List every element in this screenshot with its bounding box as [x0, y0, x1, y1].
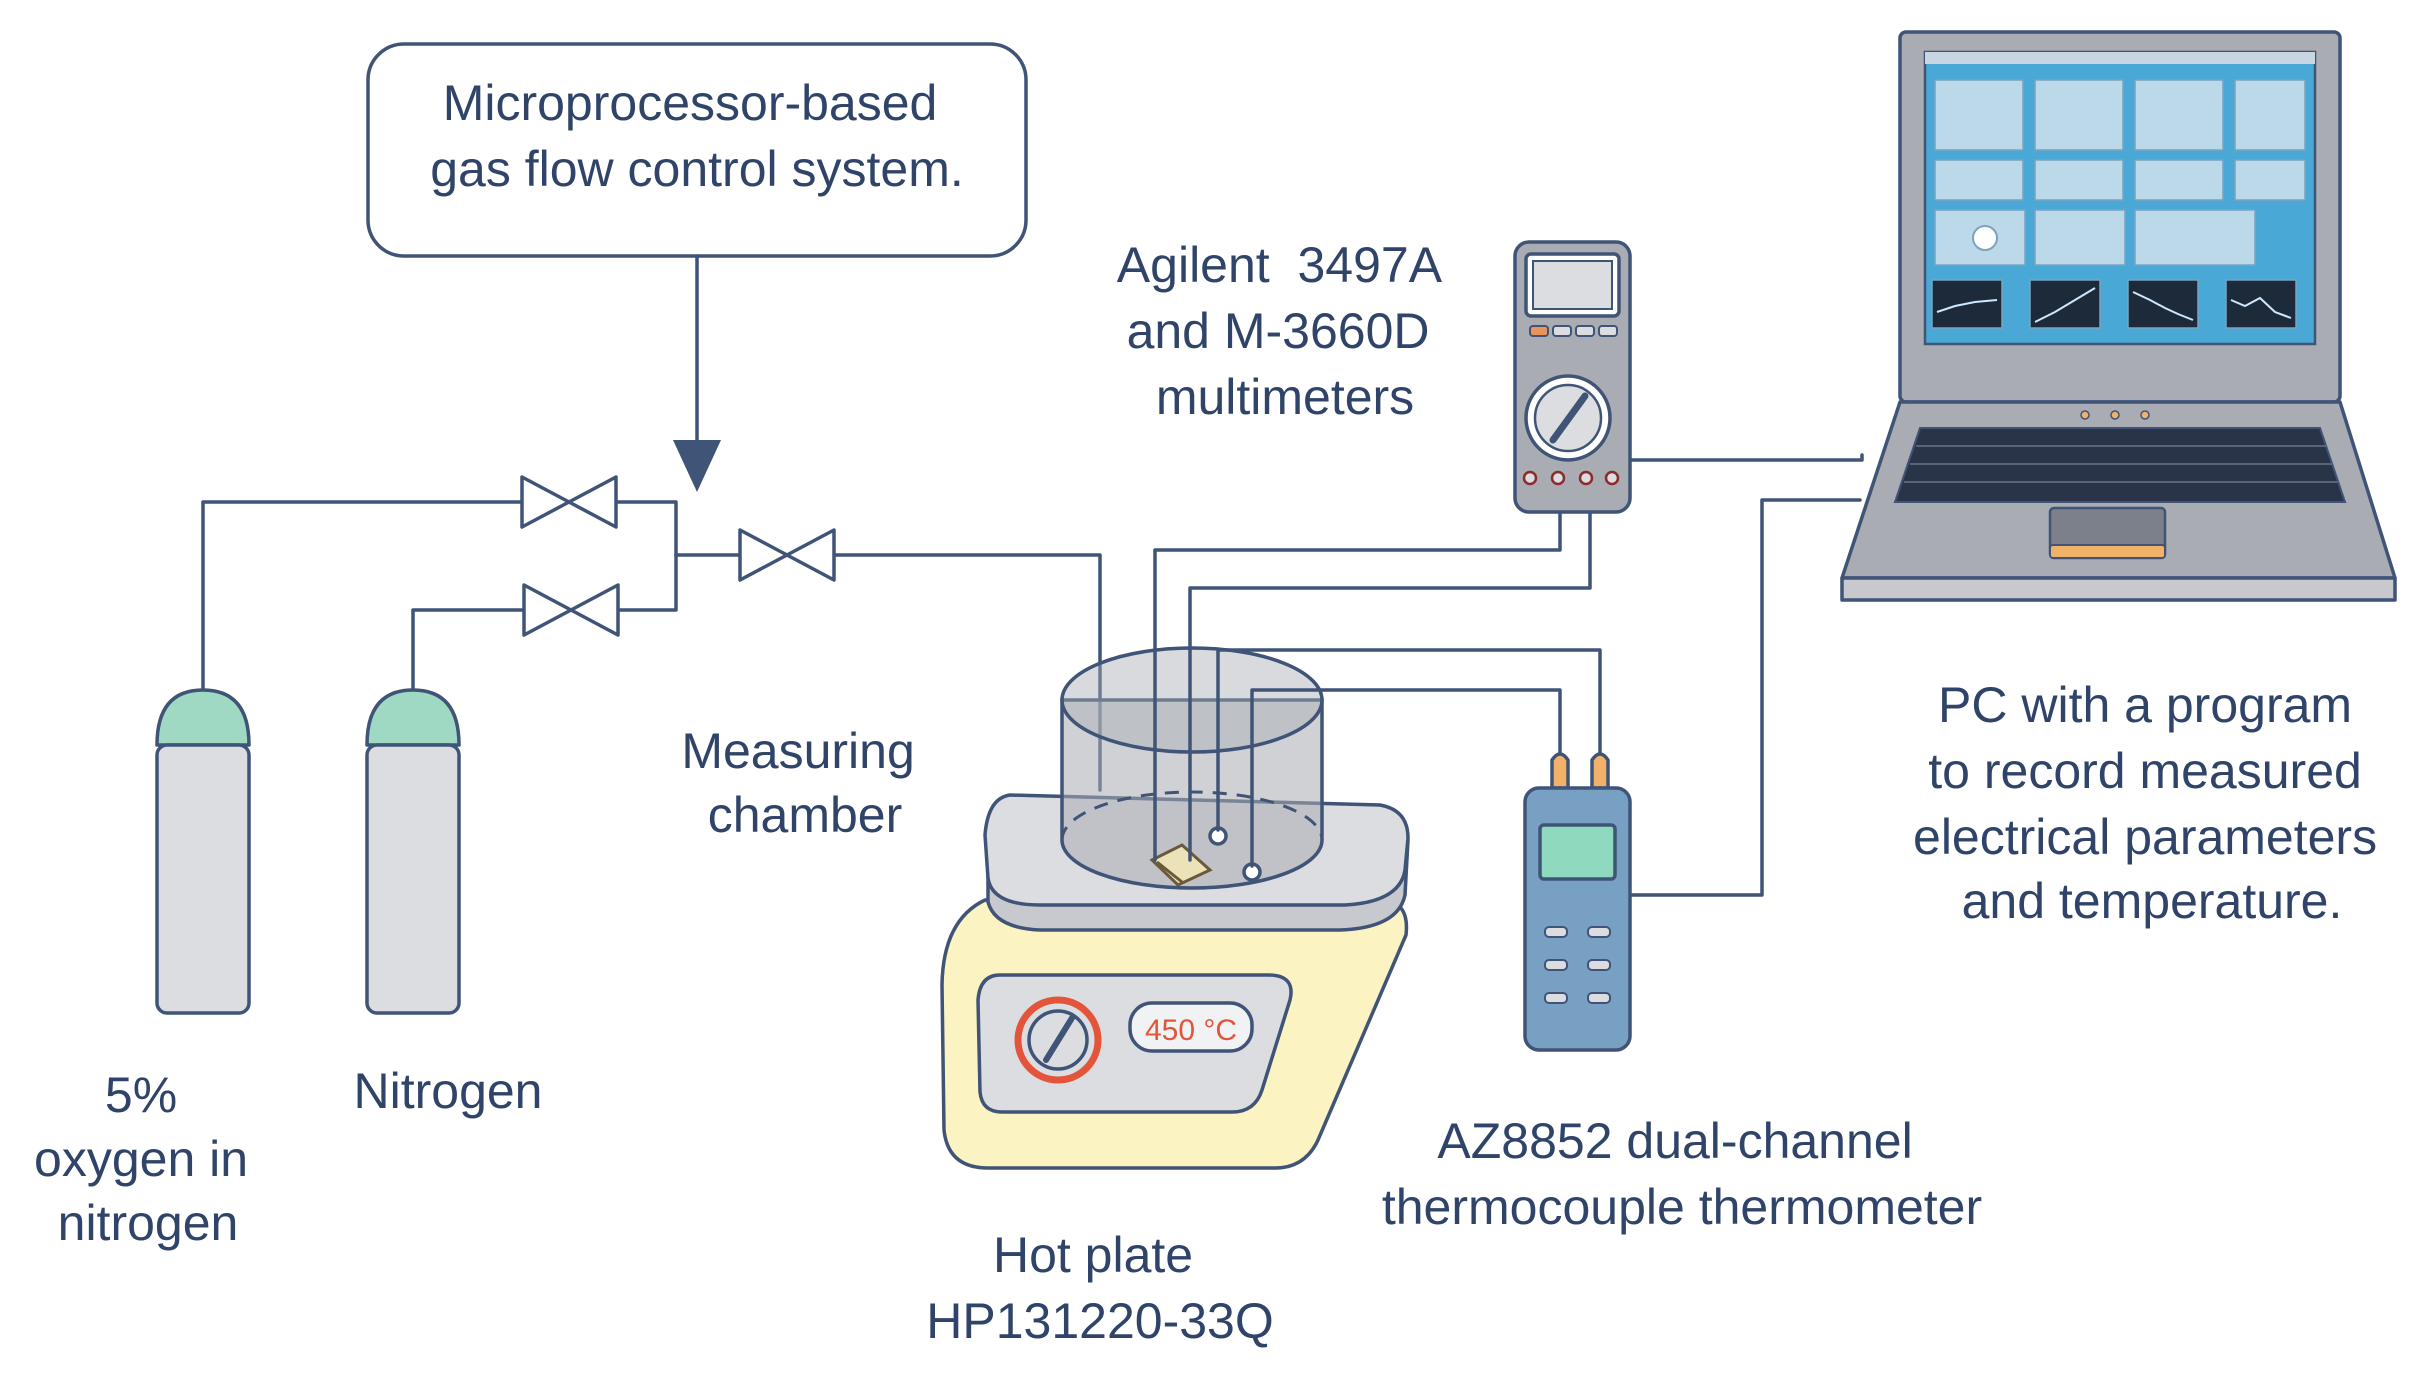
hot-plate-label-line1: Hot plate — [993, 1227, 1193, 1283]
gas-controller-label-line2: gas flow control system. — [430, 141, 964, 197]
svg-text:Hot plate HP131220-33Q: Hot plate HP131220-33Q — [926, 1227, 1273, 1349]
svg-text:Microprocessor-based gas: Microprocessor-based gas flow control sy… — [430, 75, 964, 197]
laptop-touchpad-buttons — [2049, 544, 2166, 559]
thermometer-label-line1: AZ8852 dual-channel — [1437, 1113, 1912, 1169]
thermocouple-plug-1 — [1550, 752, 1570, 790]
laptop — [1840, 30, 2397, 602]
thermometer-label-line2: thermocouple thermometer — [1382, 1179, 1982, 1235]
measuring-chamber — [1060, 646, 1324, 890]
pc-label-line4: and temperature. — [1962, 873, 2343, 929]
wiring — [1153, 453, 1864, 897]
nitrogen-cylinder-label: Nitrogen — [354, 1063, 543, 1119]
thermocouple-plug-2 — [1590, 752, 1610, 790]
svg-text:AZ8852 dual-channel thermo: AZ8852 dual-channel thermocouple thermom… — [1382, 1113, 1982, 1235]
screen-graphs — [1931, 279, 2297, 329]
multimeters-label-line1: Agilent 3497A — [1117, 237, 1443, 293]
wire-multimeter-probe-1 — [1153, 478, 1562, 862]
thermometer-key — [1587, 992, 1611, 1004]
sensor-sample — [1149, 843, 1213, 887]
multimeters-label-line3: multimeters — [1156, 369, 1414, 425]
svg-text:Nitrogen: Nitrogen — [354, 1063, 543, 1119]
valve-main — [738, 528, 836, 582]
pipe-oxygen-out — [614, 500, 678, 557]
gas-piping — [201, 475, 1102, 792]
thermometer-key — [1587, 959, 1611, 971]
hot-plate-label-line2: HP131220-33Q — [926, 1293, 1273, 1349]
multimeter-button — [1529, 325, 1549, 337]
multimeter-jack — [1550, 470, 1566, 486]
screen-title-bar — [1925, 52, 2315, 64]
wire-thermocouple-2 — [1250, 688, 1562, 868]
laptop-status-leds — [2080, 410, 2150, 420]
svg-text:Agilent 3497A and M-3660D: Agilent 3497A and M-3660D multimeters — [1117, 237, 1453, 425]
measuring-chamber-label-line1: Measuring — [681, 723, 914, 779]
oxygen-cylinder-label-line3: nitrogen — [58, 1195, 239, 1251]
multimeter-button — [1552, 325, 1572, 337]
valve-nitrogen — [522, 583, 620, 637]
svg-text:PC with a program to recor: PC with a program to record measured ele… — [1913, 677, 2391, 929]
gas-controller: Microprocessor-based gas flow control sy… — [366, 42, 1028, 492]
thermometer-key — [1544, 926, 1568, 938]
thermometer-key — [1587, 926, 1611, 938]
svg-text:5% oxygen in nitrogen: 5% oxygen in nitrogen — [34, 1067, 262, 1251]
chamber-top — [1060, 646, 1324, 754]
pc-label-line2: to record measured — [1928, 743, 2362, 799]
multimeter-screen — [1532, 260, 1613, 310]
multimeter-button — [1575, 325, 1595, 337]
pipe-nitrogen-out — [616, 553, 678, 612]
pipe-oxygen — [201, 500, 524, 697]
wire-multimeter-probe-2 — [1188, 478, 1592, 862]
oxygen-cylinder — [155, 688, 251, 1015]
hot-plate-display: 450 °C — [1145, 1014, 1237, 1047]
oxygen-cylinder-label-line2: oxygen in — [34, 1131, 248, 1187]
thermometer — [1523, 752, 1632, 1052]
chamber-back-rim — [1060, 790, 1324, 841]
multimeter-jack — [1522, 470, 1538, 486]
pc-label-line1: PC with a program — [1938, 677, 2352, 733]
multimeter-jack — [1578, 470, 1594, 486]
wire-multimeter-to-pc — [1628, 453, 1864, 462]
wire-thermocouple-1 — [1216, 648, 1602, 832]
pc-label-line3: electrical parameters — [1913, 809, 2377, 865]
pipe-nitrogen — [411, 608, 526, 697]
measuring-chamber-label-line2: chamber — [708, 787, 903, 843]
temperature-knob — [1014, 996, 1102, 1084]
chamber-body — [1060, 698, 1324, 890]
thermometer-key — [1544, 959, 1568, 971]
screen-knob — [1972, 225, 1998, 251]
multimeters-label-line2: and M-3660D — [1127, 303, 1430, 359]
wire-thermometer-to-pc — [1626, 498, 1862, 897]
hot-plate-display-frame — [1128, 1001, 1254, 1053]
gas-controller-label-line1: Microprocessor-based — [443, 75, 938, 131]
multimeter-button — [1598, 325, 1618, 337]
laptop-keyboard — [1893, 427, 2347, 503]
nitrogen-cylinder — [365, 688, 461, 1015]
laptop-front-edge — [1840, 576, 2397, 602]
controller-arrow-head — [673, 440, 721, 492]
thermometer-key — [1544, 992, 1568, 1004]
svg-text:Measuring chamber: Measuring chamber — [681, 723, 928, 843]
oxygen-cylinder-label-line1: 5% — [105, 1067, 177, 1123]
valve-oxygen — [520, 475, 618, 529]
thermometer-screen — [1538, 823, 1617, 881]
screen-panels — [1934, 79, 2306, 266]
multimeter — [1513, 240, 1632, 514]
multimeter-jack — [1604, 470, 1620, 486]
